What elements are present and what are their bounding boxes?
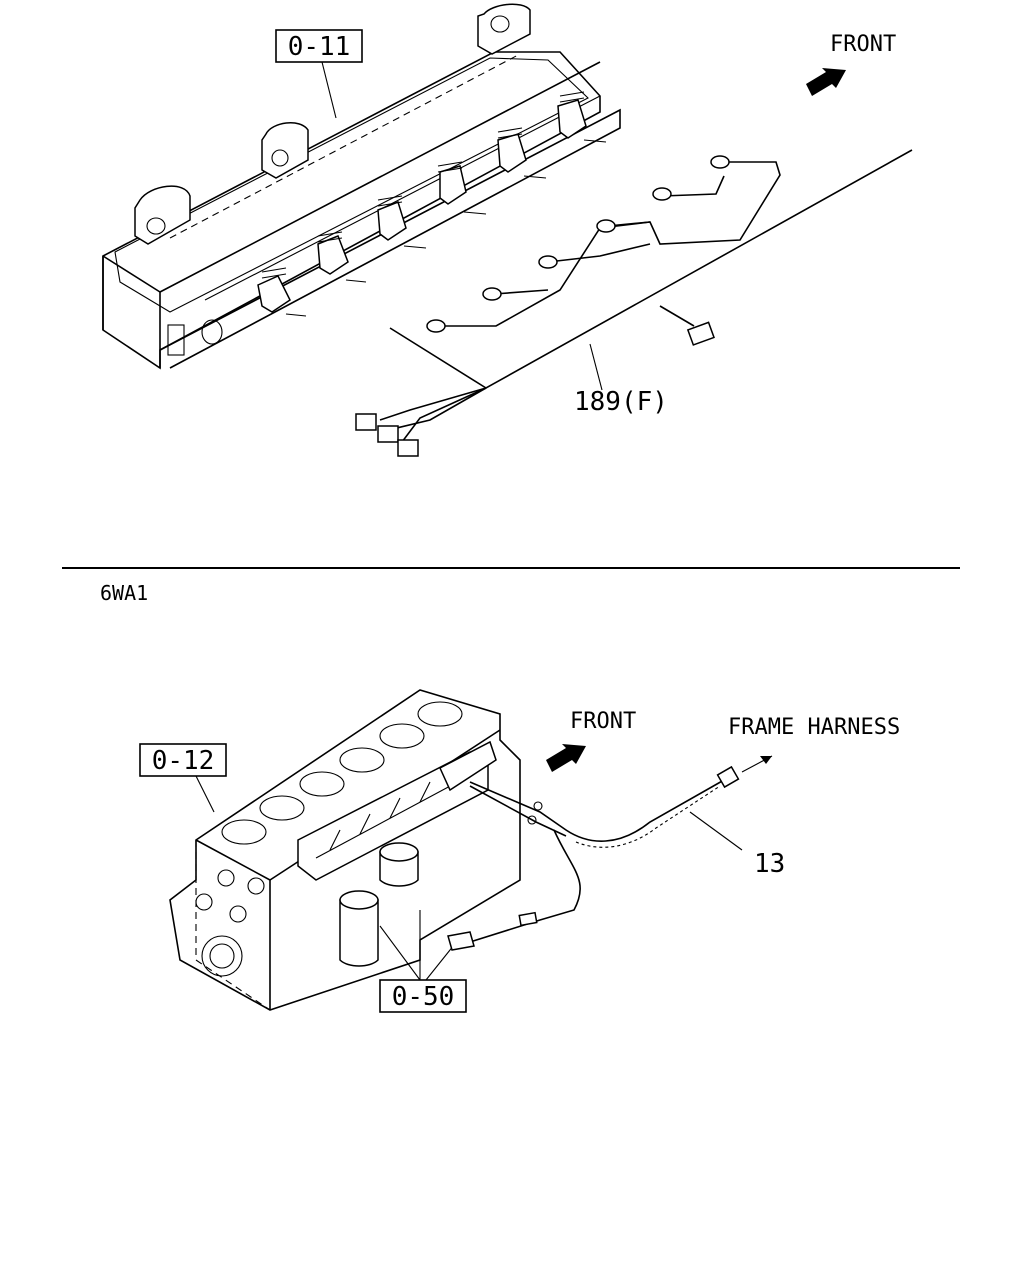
cylinder-head-illustration: [102, 3, 621, 370]
connector-set: [355, 155, 730, 457]
frame-harness-label: FRAME HARNESS: [728, 715, 900, 740]
sensor-harness: 13: [447, 765, 785, 951]
injector-row: [257, 99, 587, 313]
front-label-top: FRONT: [830, 32, 896, 57]
ref-label-0-11-text: 0-11: [288, 32, 351, 62]
ref-label-0-50-text: 0-50: [392, 982, 455, 1012]
bolt-set: [261, 91, 607, 317]
harness-label-189f: 189(F): [574, 387, 668, 417]
front-label-bottom: FRONT: [570, 709, 636, 734]
arrow-icon: [546, 744, 586, 772]
frame-harness-direction: FRAME HARNESS: [728, 715, 900, 773]
ref-label-0-12: 0-12: [139, 743, 227, 813]
arrow-icon: [806, 68, 846, 96]
front-direction-top: FRONT: [806, 32, 896, 96]
cylinder-block-illustration: [169, 689, 521, 1011]
ref-label-0-11: 0-11: [275, 29, 363, 119]
arrow-icon: [760, 756, 772, 764]
ref-label-0-12-text: 0-12: [152, 746, 215, 776]
engine-model-label: 6WA1: [100, 581, 148, 605]
injector-harness: 189(F): [355, 149, 913, 457]
harness-label-13: 13: [754, 849, 785, 879]
front-direction-bottom: FRONT: [546, 709, 636, 772]
cylinder-bores: [221, 701, 463, 845]
ref-label-0-50: 0-50: [379, 910, 467, 1013]
